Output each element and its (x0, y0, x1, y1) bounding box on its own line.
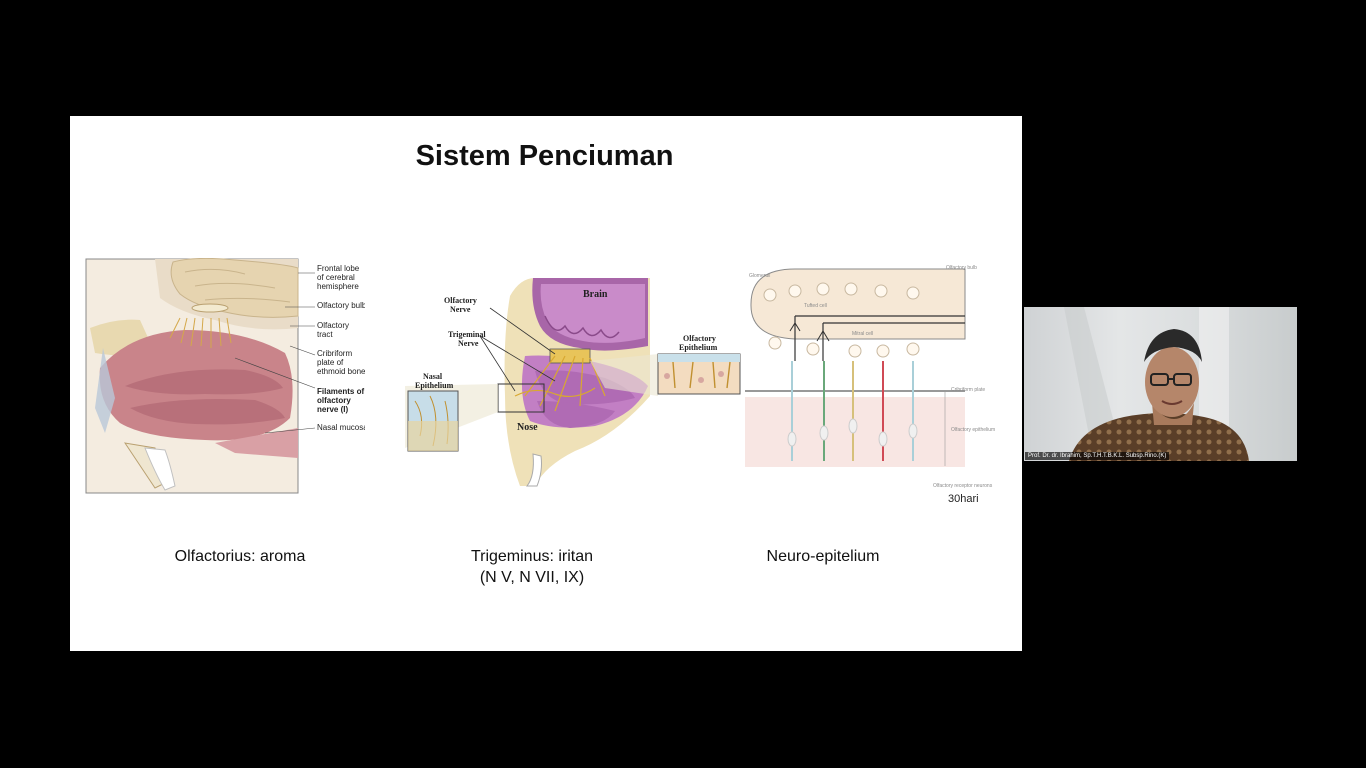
label-olfactory-epithelium-1: Olfactory (683, 334, 716, 343)
label-filaments-2: olfactory (317, 396, 351, 405)
figure-olfactory-anatomy: Frontal lobe of cerebral hemisphere Olfa… (85, 258, 365, 496)
label-frontal-lobe-2: of cerebral (317, 273, 355, 282)
neuro-epithelium-illustration (745, 268, 966, 467)
label-filaments-1: Filaments of (317, 387, 365, 396)
label-nasal-mucosa: Nasal mucosa (317, 423, 365, 432)
presentation-slide: Sistem Penciuman Fronta (70, 116, 1022, 651)
figure-trigeminal-pathway: Olfactory Nerve Trigeminal Nerve Nasal E… (405, 276, 745, 488)
caption-trigeminus-line2: (N V, N VII, IX) (479, 569, 585, 586)
figure-neuro-epithelium: Glomeruli Olfactory bulb Tufted cell Mit… (745, 261, 1005, 511)
slide-title: Sistem Penciuman (415, 140, 674, 172)
label-trigeminal-nerve-2: Nerve (458, 339, 479, 348)
trigeminal-illustration (405, 278, 741, 487)
label-cribriform-3: ethmoid bone (317, 367, 365, 376)
caption-olfactorius: Olfactorius: aroma (174, 548, 306, 565)
label-trigeminal-nerve-1: Trigeminal (448, 330, 486, 339)
label-cribriform-1: Cribriform (317, 349, 353, 358)
label-cribriform-2: plate of (317, 358, 344, 367)
olfactory-anatomy-illustration (85, 258, 316, 494)
label-brain: Brain (583, 289, 608, 300)
label-filaments-3: nerve (I) (317, 405, 349, 414)
label-olfactory-epithelium: Olfactory epithelium (951, 427, 996, 433)
participant-name-label: Prof. Dr. dr. Ibrahim, Sp.T.H.T.B.K.L. S… (1025, 452, 1170, 460)
label-receptor-neurons: Olfactory receptor neurons (933, 483, 993, 489)
label-nasal-epithelium-2: Epithelium (415, 381, 454, 390)
label-frontal-lobe-3: hemisphere (317, 282, 359, 291)
label-right-olfactory-bulb: Olfactory bulb (946, 265, 977, 271)
label-olfactory-epithelium-2: Epithelium (679, 343, 718, 352)
label-mitral-cell: Mitral cell (852, 331, 874, 337)
label-frontal-lobe-1: Frontal lobe (317, 264, 360, 273)
label-glomeruli: Glomeruli (749, 273, 771, 279)
label-tufted-cell: Tufted cell (804, 303, 827, 309)
label-olfactory-nerve-1: Olfactory (444, 296, 477, 305)
note-30hari: 30hari (948, 493, 979, 505)
label-olfactory-nerve-2: Nerve (450, 305, 471, 314)
participant-video-tile[interactable]: Prof. Dr. dr. Ibrahim, Sp.T.H.T.B.K.L. S… (1024, 307, 1297, 461)
participant-avatar (1064, 307, 1249, 461)
label-cribriform-plate: Cribriform plate (951, 387, 986, 393)
label-olfactory-bulb: Olfactory bulb (317, 301, 365, 310)
label-olfactory-tract-2: tract (317, 330, 333, 339)
caption-neuro-epitelium: Neuro-epitelium (766, 548, 880, 565)
caption-trigeminus-line1: Trigeminus: iritan (470, 548, 594, 565)
label-nose: Nose (517, 422, 538, 433)
label-nasal-epithelium-1: Nasal (423, 372, 443, 381)
label-olfactory-tract-1: Olfactory (317, 321, 350, 330)
